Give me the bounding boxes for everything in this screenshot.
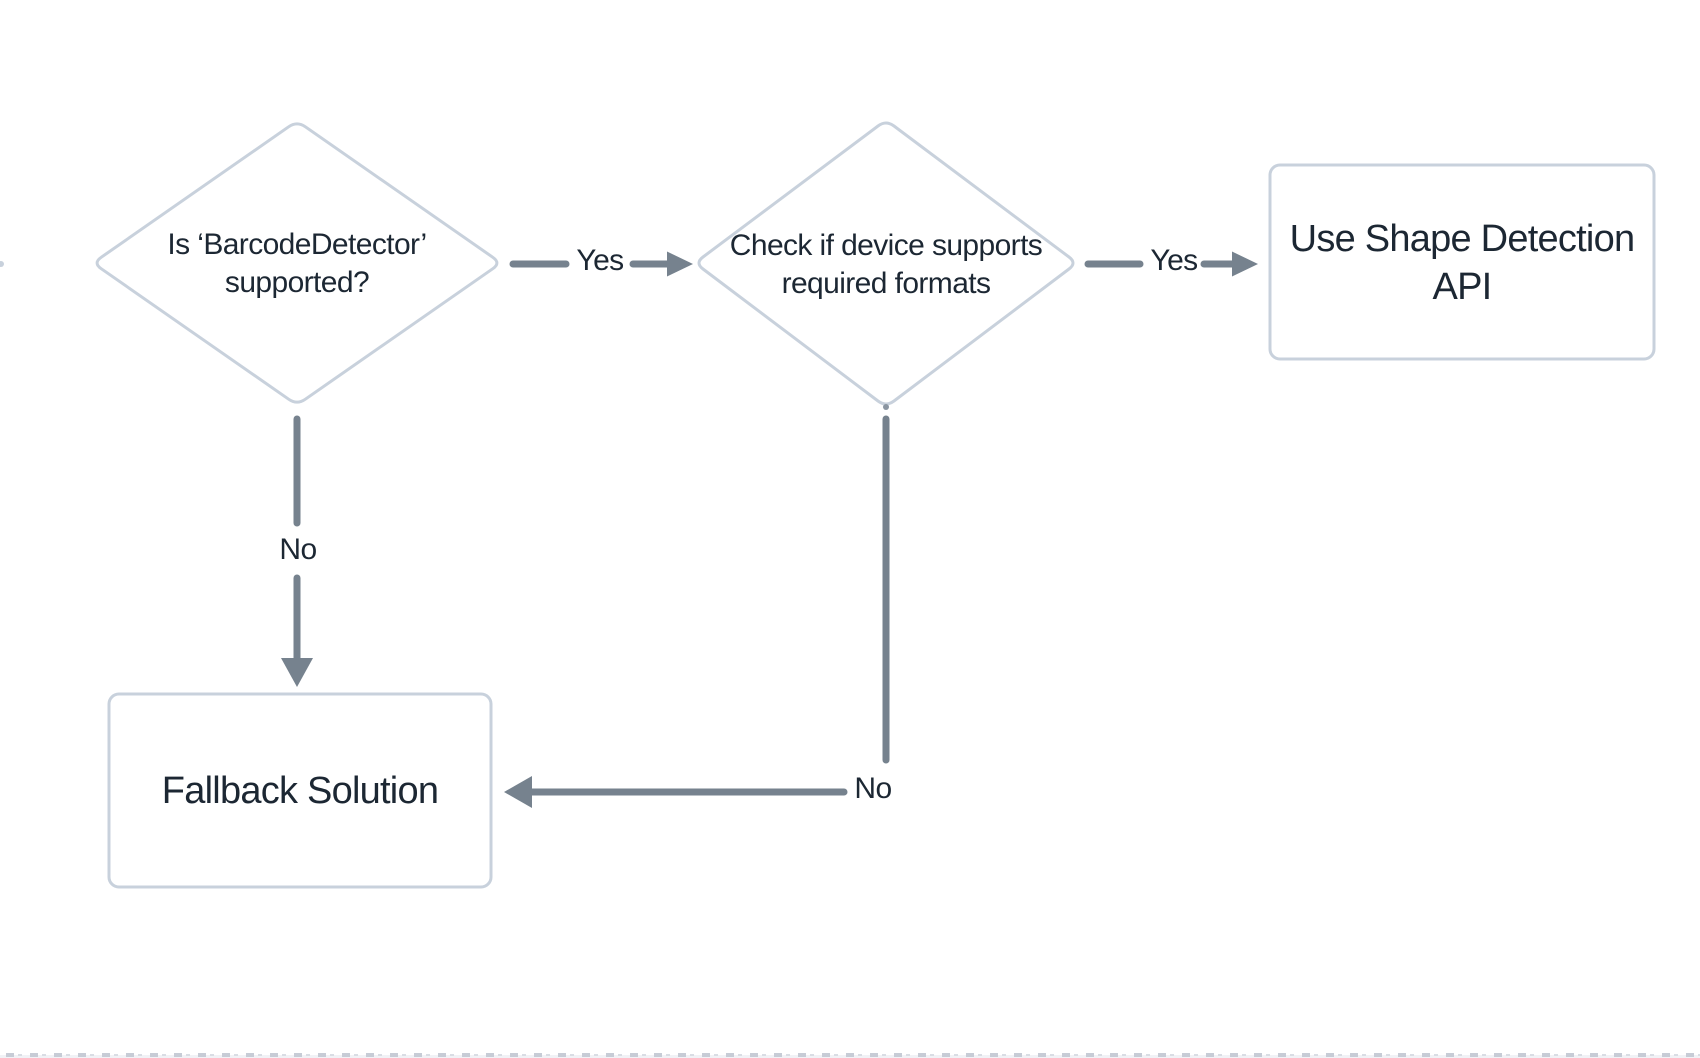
edge-yes-to-formats	[509, 251, 693, 277]
arrowhead-right-icon	[667, 251, 693, 277]
process-use-shape-detection-label: Use Shape Detection API	[1290, 215, 1635, 311]
label-line: Check if device supports	[729, 229, 1043, 262]
process-fallback-label: Fallback Solution	[161, 767, 439, 815]
left-edge-dot	[0, 261, 4, 267]
decision-barcode-supported-shape	[95, 122, 499, 404]
edge-label-yes-1: Yes	[576, 244, 624, 277]
process-use-shape-detection-shape	[1268, 163, 1656, 361]
edge-label-no-2: No	[854, 772, 892, 805]
decision-barcode-supported-label: Is ‘BarcodeDetector’ supported?	[167, 226, 427, 302]
label-line: API	[1432, 266, 1493, 308]
label-line: required formats	[781, 267, 991, 300]
arrowhead-down-icon	[281, 658, 313, 687]
arrowhead-right-icon	[1232, 251, 1258, 277]
label-line: Is ‘BarcodeDetector’	[167, 228, 427, 261]
label-line: supported?	[224, 266, 370, 299]
process-fallback-shape	[107, 692, 493, 889]
edge-yes-to-shape-detection	[1084, 251, 1258, 277]
edge-junction-dot	[883, 404, 889, 410]
decision-formats-label: Check if device supports required format…	[729, 227, 1043, 303]
label-line: Fallback Solution	[161, 770, 439, 812]
cropped-content-strip	[0, 1050, 1700, 1058]
label-line: Use Shape Detection	[1289, 218, 1635, 260]
edge-no-to-fallback-2	[504, 415, 890, 808]
edge-no-to-fallback	[281, 415, 313, 687]
edge-label-no-1: No	[279, 533, 317, 566]
edge-label-yes-2: Yes	[1150, 244, 1198, 277]
decision-formats-shape	[697, 121, 1075, 406]
arrowhead-left-icon	[504, 776, 532, 808]
